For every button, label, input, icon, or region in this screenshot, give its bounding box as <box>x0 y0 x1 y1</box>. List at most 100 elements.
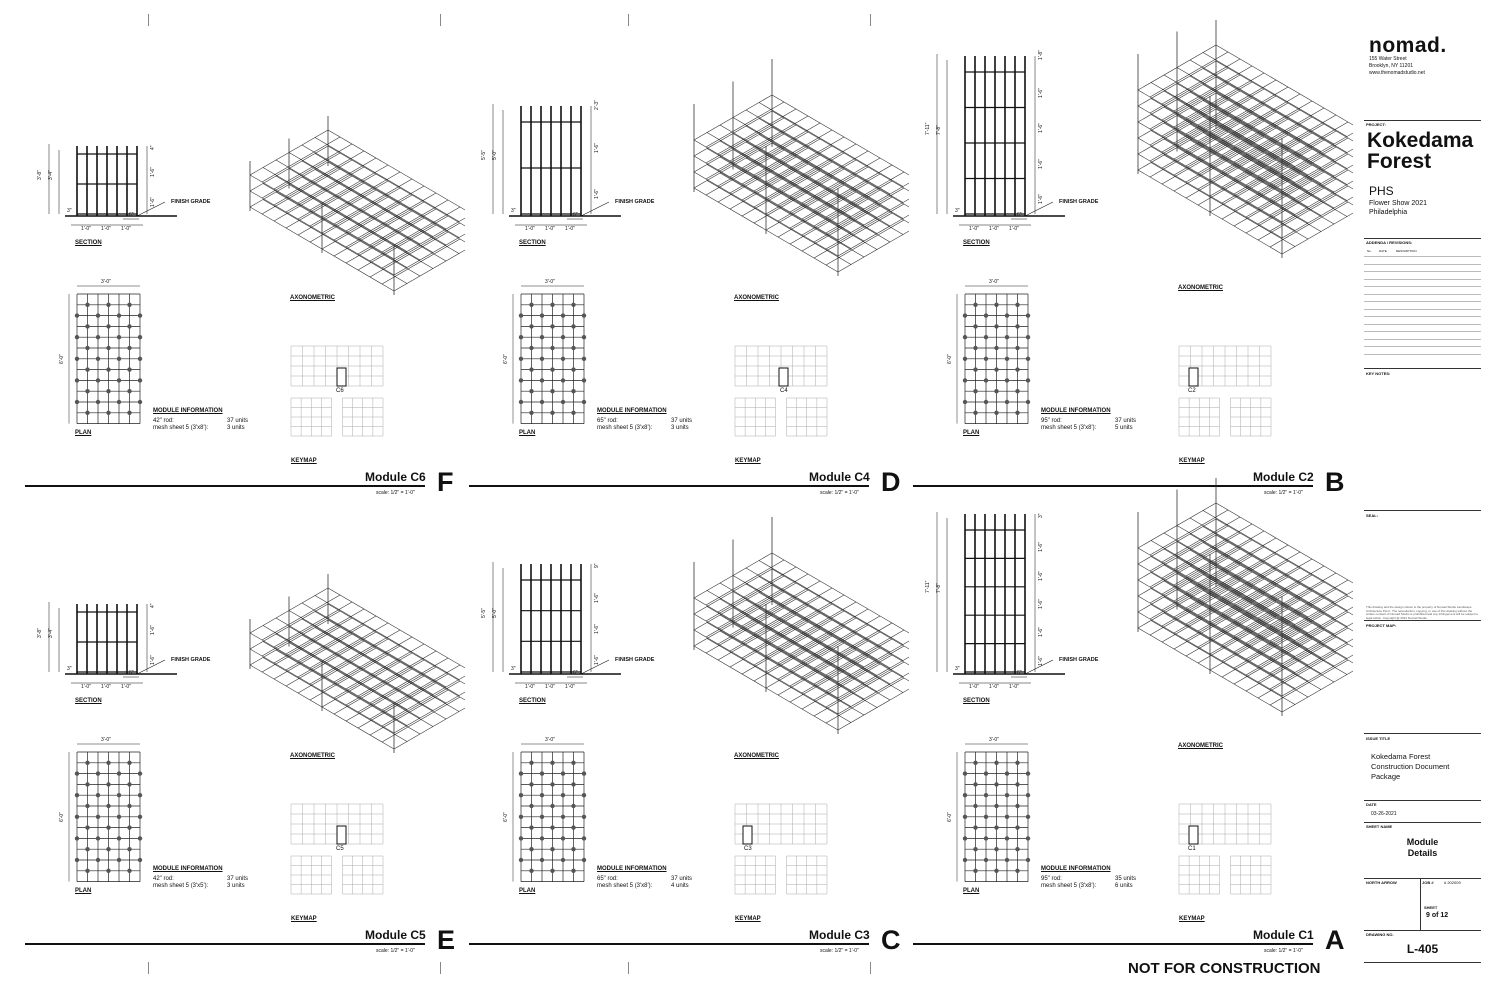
axo-mesh-line <box>729 147 809 194</box>
axo-mesh-line <box>381 238 461 285</box>
plan-rod-point <box>95 399 101 405</box>
plan-rod-point <box>1025 335 1031 340</box>
plan-rod-point <box>560 356 566 361</box>
axo-mesh-line <box>285 166 365 213</box>
module-info-heading: MODULE INFORMATION <box>153 408 223 414</box>
axo-mesh-line <box>309 654 389 701</box>
axo-mesh-line <box>1281 180 1353 223</box>
tier-dim: 1'-6" <box>1038 87 1044 98</box>
addenda-row <box>1364 263 1481 265</box>
plan-rod-point <box>85 345 90 351</box>
plan-rod-point <box>116 378 122 383</box>
plan-rod-point <box>106 302 111 307</box>
axo-mesh-line <box>1197 159 1277 206</box>
axo-mesh-line <box>1245 581 1325 628</box>
plan-width-dim: 3'-0" <box>101 279 111 285</box>
plan-rod-point <box>106 410 111 415</box>
axo-mesh-line <box>393 249 465 292</box>
axo-mesh-line <box>1233 132 1313 179</box>
axo-mesh-line <box>741 170 821 217</box>
module-letter: F <box>437 467 454 497</box>
plan-rod-point <box>85 847 90 852</box>
plan-rod-point <box>962 771 968 776</box>
plan-rod-point <box>95 378 101 383</box>
axo-mesh-line <box>1209 166 1289 213</box>
bay-dim: 1'-0" <box>1009 226 1019 232</box>
plan-rod-point <box>518 335 524 340</box>
axo-mesh-line <box>729 605 809 652</box>
issue-title-line-2: Construction Document <box>1371 762 1450 771</box>
axo-mesh-line <box>1245 139 1325 186</box>
plan-rod-point <box>1025 857 1031 863</box>
plan-rod-point <box>137 356 143 361</box>
axo-mesh-line <box>765 626 845 673</box>
rod-units: 37 units <box>227 876 249 882</box>
plan-rod-point <box>550 868 555 873</box>
plan-rod-point <box>550 367 555 372</box>
plan-rod-point <box>994 410 999 415</box>
plan-rod-point <box>1025 356 1031 361</box>
axo-mesh-line <box>1233 116 1313 163</box>
axo-mesh-line <box>813 196 893 243</box>
axo-mesh-line <box>261 152 341 199</box>
keymap-view <box>734 345 828 437</box>
axo-mesh-line <box>1197 79 1277 126</box>
plan-rod-point <box>1004 378 1010 383</box>
keymap-label: KEYMAP <box>735 916 761 922</box>
plan-rod-point <box>581 814 587 819</box>
axo-mesh-line <box>357 650 437 697</box>
axo-mesh-line <box>717 124 797 171</box>
plan-rod-point <box>1025 771 1031 776</box>
axo-mesh-line <box>1185 578 1265 625</box>
axo-mesh-line <box>729 115 809 162</box>
tier-dim: 1'-6" <box>1038 194 1044 205</box>
plan-rod-point <box>518 399 524 405</box>
plan-rod-point <box>74 857 80 863</box>
plan-rod-point <box>85 410 90 415</box>
section-label: SECTION <box>75 698 102 704</box>
axo-mesh-line <box>1269 579 1349 626</box>
plan-rod-point <box>74 836 80 841</box>
offset-dim: 3" <box>955 208 960 214</box>
axo-mesh-line <box>801 647 881 694</box>
plan-rod-point <box>962 814 968 819</box>
plan-rod-point <box>539 356 545 361</box>
plan-rod-point <box>127 847 132 852</box>
axo-mesh-line <box>765 642 845 689</box>
bay-dim: 1'-0" <box>565 684 575 690</box>
plan-rod-point <box>581 313 587 318</box>
rod-label: 95" rod: <box>1041 876 1062 882</box>
keymap-highlight <box>336 825 347 845</box>
axo-mesh-line <box>705 133 785 180</box>
addenda-row <box>1364 316 1481 317</box>
axo-mesh-line <box>1245 629 1325 676</box>
mesh-label: mesh sheet 5 (3'x8'): <box>597 425 653 431</box>
plan-rod-point <box>539 399 545 405</box>
event-line-1: Flower Show 2021 <box>1369 200 1427 207</box>
axo-mesh-line <box>261 626 341 673</box>
axo-mesh-line <box>1269 153 1349 200</box>
plan-rod-point <box>994 389 999 394</box>
axo-mesh-line <box>261 168 341 215</box>
axo-mesh-line <box>1221 93 1301 140</box>
plan-rod-point <box>529 868 534 873</box>
axo-mesh-line <box>1197 111 1277 158</box>
plan-rod-point <box>581 857 587 863</box>
divider <box>1364 930 1481 931</box>
axo-mesh-line <box>753 177 833 224</box>
axo-mesh-line <box>741 580 821 627</box>
plan-rod-point <box>85 803 90 809</box>
axo-mesh-line <box>345 643 425 690</box>
plan-rod-point <box>529 782 534 787</box>
section-view <box>492 104 621 226</box>
addenda-row <box>1364 256 1481 257</box>
plan-rod-point <box>962 857 968 863</box>
plan-rod-point <box>529 825 534 830</box>
axo-mesh-line <box>273 617 353 664</box>
keymap-module-tag: C4 <box>780 388 788 394</box>
divider <box>1364 733 1481 734</box>
axo-mesh-line <box>1281 212 1353 255</box>
plan-rod-point <box>571 760 576 765</box>
axo-mesh-line <box>717 598 797 645</box>
axo-mesh-line <box>1233 574 1313 621</box>
